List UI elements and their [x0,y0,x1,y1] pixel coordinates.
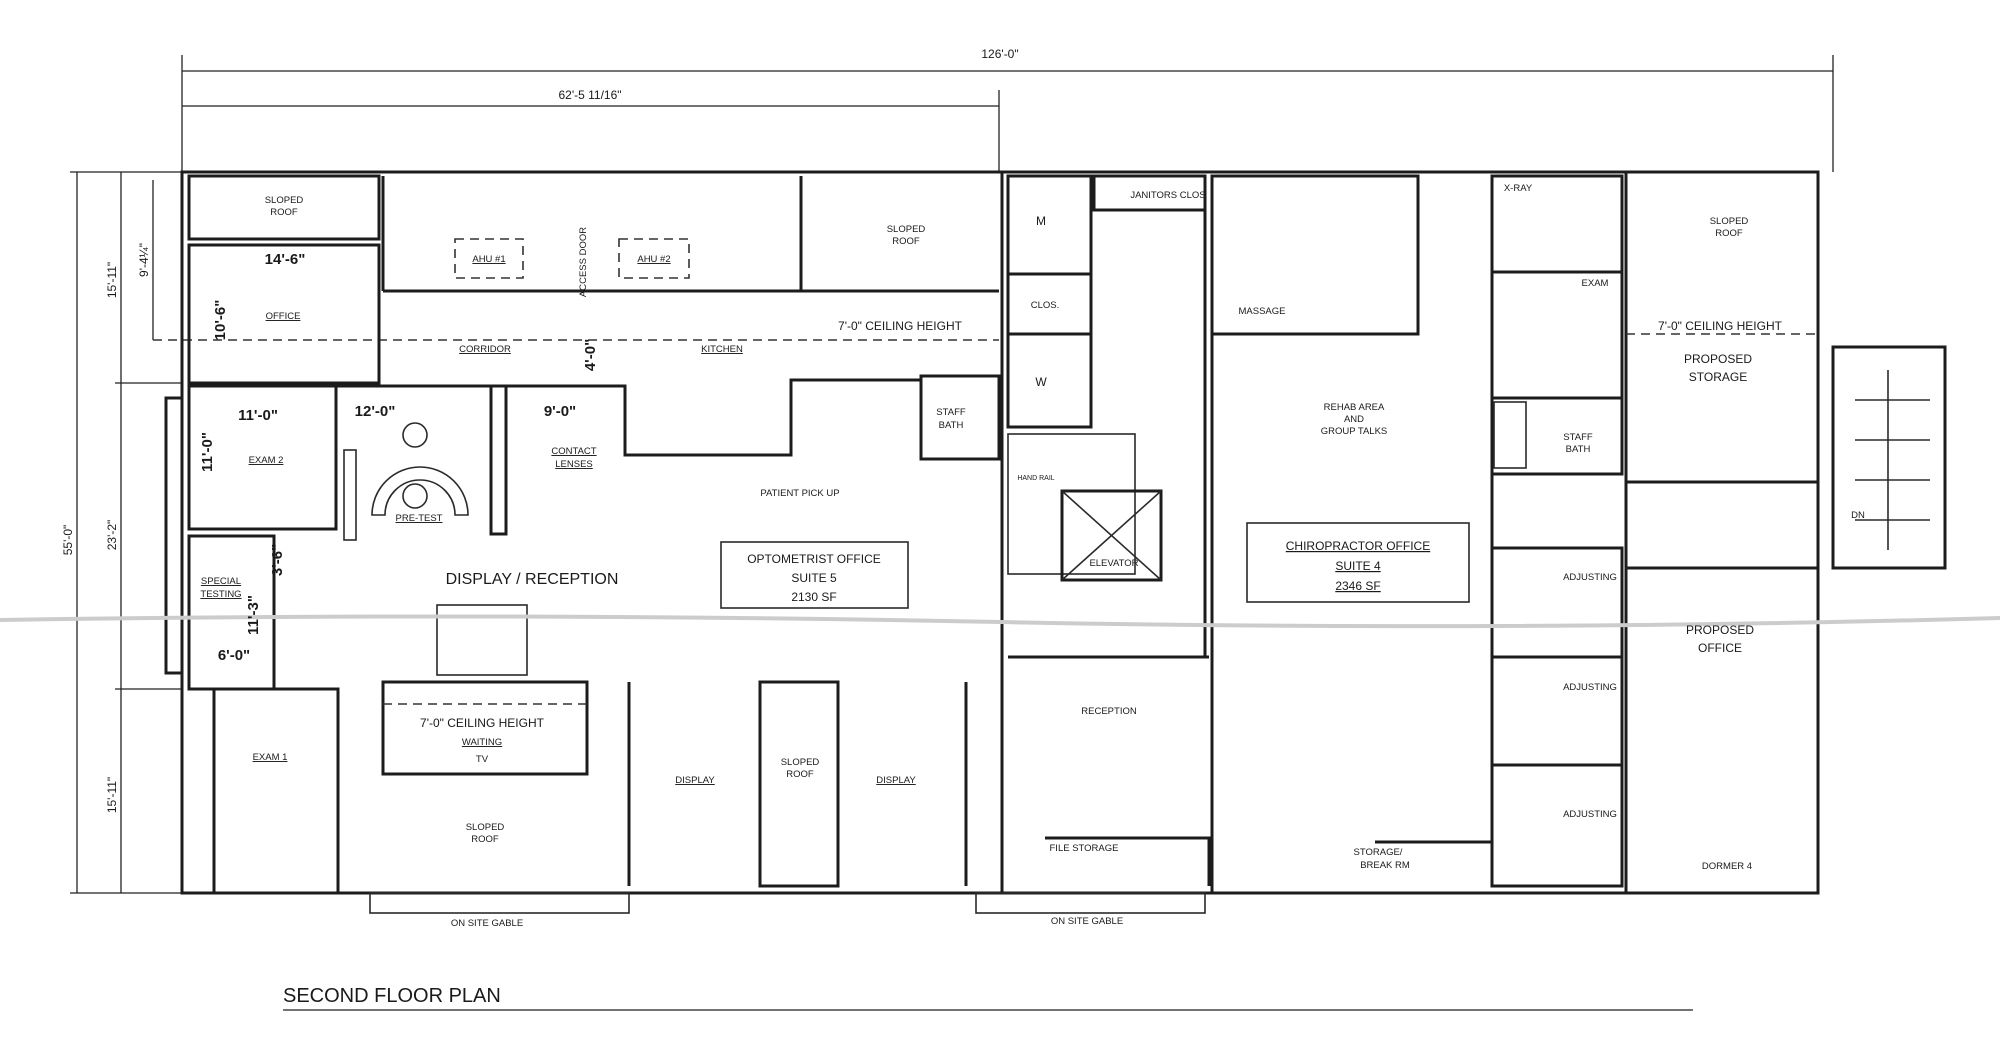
suite5-number: SUITE 5 [791,571,837,585]
room-reception: RECEPTION [1081,706,1137,717]
room-sloped-roof: SLOPED [1710,216,1749,227]
room-waiting: WAITING [462,737,502,748]
ceiling-height-note: 7'-0" CEILING HEIGHT [1658,319,1783,333]
room-kitchen: KITCHEN [701,344,743,355]
room-ahu2: AHU #2 [637,254,670,265]
ceiling-height-note: 7'-0" CEILING HEIGHT [420,716,545,730]
room-storage-break: STORAGE/ [1354,847,1403,858]
plan-label: 14'-6" [265,251,306,268]
access-door-label: ACCESS DOOR [578,227,589,297]
room-display: DISPLAY [675,775,715,786]
plan-label: BATH [939,420,964,431]
tv-label: TV [476,754,489,765]
plan-label: ROOF [786,769,814,780]
plan-label: ROOF [270,207,298,218]
room-proposed-office: PROPOSED [1686,623,1754,637]
plan-label: GROUP TALKS [1321,426,1388,437]
room-exam: EXAM [1582,278,1609,289]
plan-label: OFFICE [1698,641,1742,655]
building-walls [0,170,2000,1011]
room-display-reception: DISPLAY / RECEPTION [446,571,619,588]
hand-rail-label: HAND RAIL [1017,475,1054,482]
plan-label: ROOF [471,834,499,845]
plan-label: 11'-0" [238,407,278,424]
plan-label: LENSES [555,459,593,470]
room-sloped-roof: SLOPED [265,195,304,206]
plan-label: TESTING [200,589,241,600]
suite4-label-box [1246,522,1470,603]
plan-label: BATH [1566,444,1591,455]
room-office: OFFICE [266,311,301,322]
room-adjusting: ADJUSTING [1563,682,1617,693]
dimension-lines [70,55,1834,894]
room-staff-bath: STAFF [1563,432,1593,443]
room-corridor: CORRIDOR [459,344,511,355]
room-display: DISPLAY [876,775,916,786]
room-rehab-area: REHAB AREA [1324,402,1385,413]
room-womens-restroom: W [1035,375,1047,389]
room-closet: CLOS. [1031,300,1060,311]
room-sloped-roof: SLOPED [781,757,820,768]
room-patient-pickup: PATIENT PICK UP [760,488,839,499]
on-site-gable-label: ON SITE GABLE [1051,916,1123,927]
room-adjusting: ADJUSTING [1563,809,1617,820]
plan-label: 9'-0" [544,403,576,420]
suite5-name: OPTOMETRIST OFFICE [747,552,881,566]
room-massage: MASSAGE [1239,306,1286,317]
suite4-labels: M CLOS. W JANITORS CLOS HAND RAIL ELEVAT… [1017,183,1617,927]
room-sloped-roof: SLOPED [887,224,926,235]
suite4-number: SUITE 4 [1335,559,1381,573]
east-labels: SLOPED ROOF 7'-0" CEILING HEIGHT PROPOSE… [1658,216,1865,872]
room-x-ray: X-RAY [1504,183,1533,194]
bottom-depth-dimension: 15'-11" [105,777,119,813]
suite5-label-box [720,541,909,609]
plan-label: 6'-0" [218,647,250,664]
room-exam2: EXAM 2 [249,455,284,466]
ceiling-height-note: 7'-0" CEILING HEIGHT [838,319,963,333]
room-special-testing: SPECIAL [201,576,241,587]
room-file-storage: FILE STORAGE [1050,843,1119,854]
plan-label: AND [1344,414,1364,425]
suite5-labels: SLOPED ROOF SLOPED ROOF 14'-6" 10'-6" OF… [199,195,966,929]
room-adjusting: ADJUSTING [1563,572,1617,583]
paper-fold-line [0,614,2000,629]
room-contact-lenses: CONTACT [551,446,596,457]
room-ahu1: AHU #1 [472,254,505,265]
room-sloped-roof: SLOPED [466,822,505,833]
suite4-area: 2346 SF [1335,579,1380,593]
plan-label: 11'-0" [199,432,216,472]
top-depth-dimension: 15'-11" [105,262,119,298]
suite5-width-dimension: 62'-5 11/16" [558,88,621,102]
plan-label: ROOF [892,236,920,247]
suite4-name: CHIROPRACTOR OFFICE [1286,539,1430,553]
room-elevator: ELEVATOR [1089,558,1138,569]
middle-depth-dimension: 23'-2" [105,520,119,551]
top-sub-dimension: 9'-4¼" [137,243,151,277]
plan-label: BREAK RM [1360,860,1410,871]
plan-label: 12'-0" [355,403,396,420]
room-staff-bath: STAFF [936,407,966,418]
plan-label: 3'-6" [269,544,286,576]
room-mens-restroom: M [1036,214,1046,228]
plan-label: STORAGE [1689,370,1747,384]
on-site-gable-label: ON SITE GABLE [451,918,523,929]
plan-label: 4'-0" [582,339,599,371]
overall-depth-dimension: 55'-0" [61,525,75,556]
drawing-title: SECOND FLOOR PLAN [283,985,501,1007]
overall-width-dimension: 126'-0" [981,47,1018,61]
suite5-area: 2130 SF [791,590,836,604]
stair-down-label: DN [1851,510,1865,521]
room-exam1: EXAM 1 [253,752,288,763]
room-janitors-closet: JANITORS CLOS [1130,190,1205,201]
plan-label: 10'-6" [212,300,229,341]
room-dormer-4: DORMER 4 [1702,861,1752,872]
room-proposed-storage: PROPOSED [1684,352,1752,366]
room-pre-test: PRE-TEST [396,513,443,524]
plan-label: ROOF [1715,228,1743,239]
plan-label: 11'-3" [245,595,262,635]
